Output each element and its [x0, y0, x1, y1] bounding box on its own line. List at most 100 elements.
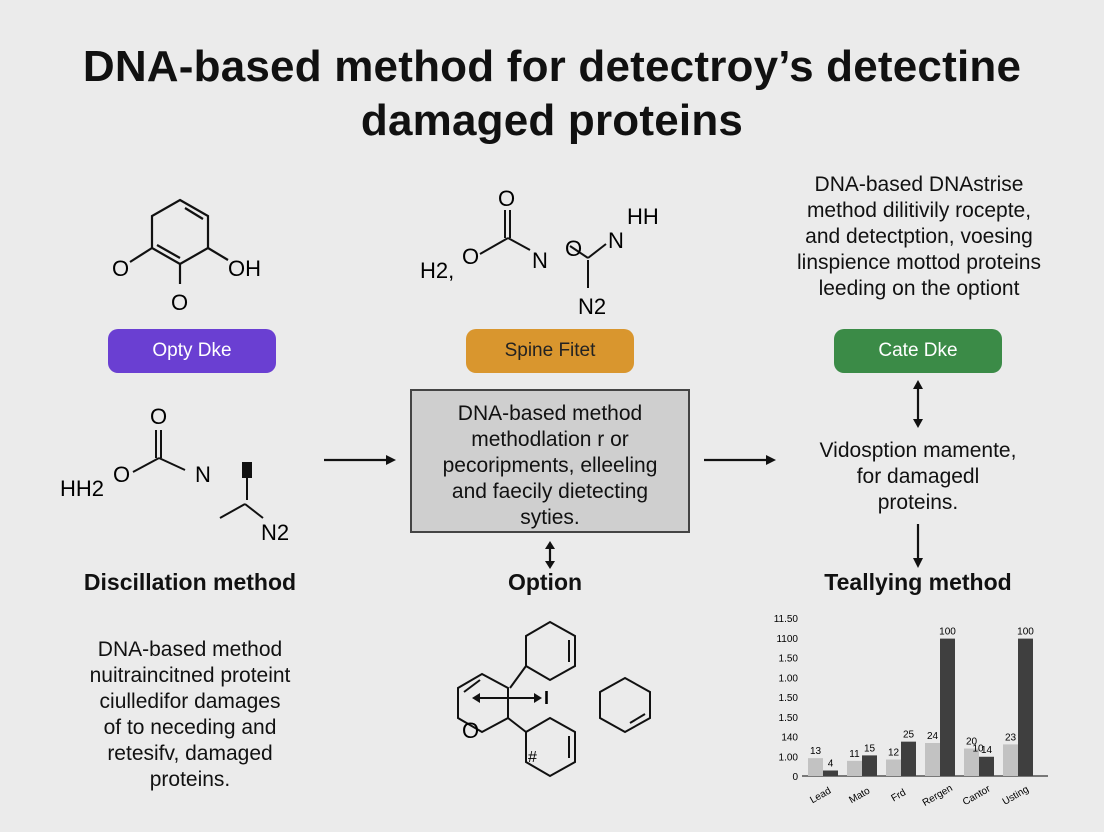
bar [823, 770, 838, 776]
bar-extra-label: 10 [972, 743, 984, 754]
page-title: DNA-based method for detectroy’s detecti… [0, 40, 1104, 148]
wedge-bond [242, 462, 252, 478]
bar-value-label: 100 [939, 627, 956, 638]
molecule-label: O [112, 256, 129, 281]
y-tick-label: 0 [792, 772, 798, 783]
molecule-label: N [608, 228, 624, 253]
y-tick-label: 1.00 [779, 673, 799, 684]
bar-value-label: 11 [849, 749, 860, 760]
molecule-label: O [462, 244, 479, 269]
text-line: methodlation r or [471, 428, 629, 451]
bar-value-label: 25 [903, 730, 915, 741]
text-line: Vidosption mamente, [819, 439, 1017, 462]
x-tick-label: Mato [847, 785, 872, 806]
bottom-left-description: DNA-based method nuitraincitned proteint… [40, 637, 340, 793]
text-line: of to neceding and [103, 716, 277, 739]
right-arrow-icon [704, 455, 776, 465]
molecule-label: OH [228, 256, 261, 281]
text-line: DNA-based method [457, 402, 643, 425]
top-right-description: DNA-based DNAstrise method dilitivily ro… [760, 172, 1078, 302]
text-line: DNA-based method [97, 638, 283, 661]
x-tick-label: Frd [890, 787, 908, 804]
bar-value-label: 100 [1017, 627, 1034, 638]
x-tick-label: Lead [808, 786, 833, 807]
heading-left: Discillation method [83, 569, 297, 595]
bar-value-label: 12 [888, 748, 900, 759]
molecule-label: N2 [578, 294, 606, 319]
pill-button-middle[interactable]: Spine Fitet [466, 329, 634, 373]
y-tick-label: 1100 [776, 634, 798, 645]
y-tick-label: 140 [781, 733, 798, 744]
bar [964, 748, 979, 776]
bar-value-label: 13 [810, 746, 822, 757]
molecule-label: O [150, 404, 167, 429]
bar [940, 638, 955, 776]
molecule-chain-diagram: O H2, O N O HH N N2 [420, 186, 659, 319]
molecule-label: O [113, 462, 130, 487]
title-line-1: DNA-based method for detectroy’s detecti… [82, 42, 1022, 91]
bar [862, 755, 877, 776]
molecule-label: H2, [420, 258, 454, 283]
bar-value-label: 24 [927, 731, 939, 742]
text-line: retesifv, damaged [107, 742, 273, 765]
x-tick-label: Cantor [961, 783, 993, 808]
right-mid-description: Vidosption mamente, for damagedl protein… [780, 438, 1056, 516]
molecule-ring-diagram: O OH O [112, 198, 261, 315]
arrow-head-right [534, 693, 542, 703]
bar [886, 759, 901, 776]
text-line: and faecily dietecting [451, 480, 649, 503]
y-tick-label: 1.50 [779, 654, 799, 665]
x-tick-label: Rergen [921, 783, 955, 809]
molecule-label: N2 [261, 520, 289, 545]
text-line: nuitraincitned proteint [89, 664, 291, 687]
title-line-2: damaged proteins [360, 96, 744, 145]
down-arrow-icon [913, 524, 923, 568]
text-line: method dilitivily rocepte, [806, 199, 1032, 222]
y-tick-label: 1.50 [779, 693, 799, 704]
bar-value-label: 20 [966, 737, 978, 748]
bar-value-label: 4 [828, 759, 834, 770]
molecule-label: N [532, 248, 548, 273]
molecule-label: O [171, 290, 188, 315]
molecule-label: N [195, 462, 211, 487]
x-tick-label: Usting [1001, 784, 1031, 808]
right-arrow-icon [324, 455, 396, 465]
pill-button-left[interactable]: Opty Dke [108, 329, 276, 373]
bar [901, 741, 916, 776]
text-line: and detectption, voesing [805, 225, 1033, 248]
molecule-label: HH [627, 204, 659, 229]
text-line: for damagedl [856, 465, 980, 488]
pill-button-right[interactable]: Cate Dke [834, 329, 1002, 373]
y-tick-label: 1.50 [779, 713, 799, 724]
bar [808, 758, 823, 776]
text-line: proteins. [149, 768, 231, 791]
bar-value-label: 23 [1005, 732, 1017, 743]
molecule-amide-diagram: O HH2 O N N2 [60, 404, 289, 545]
arrow-head-left [472, 693, 480, 703]
bar [1018, 638, 1033, 776]
text-line: linspience mottod proteins [797, 251, 1041, 274]
molecule-label: I [544, 688, 549, 708]
bar [925, 743, 940, 776]
center-process-box: DNA-based method methodlation r or pecor… [410, 389, 690, 533]
bar-value-label: 14 [981, 745, 993, 756]
bar-value-label: 15 [864, 743, 876, 754]
bar [979, 756, 994, 776]
molecule-label: O [462, 718, 479, 743]
up-down-arrow-icon [545, 541, 555, 569]
text-line: syties. [520, 506, 580, 529]
text-line: ciulledifor damages [99, 690, 281, 713]
molecule-label: O [565, 236, 582, 261]
molecule-label: # [528, 749, 537, 766]
y-tick-label: 1.00 [779, 752, 799, 763]
up-down-arrow-icon [913, 380, 923, 428]
text-line: DNA-based DNAstrise [814, 173, 1024, 196]
molecule-label: HH2 [60, 476, 104, 501]
heading-right: Teallying method [824, 569, 1012, 595]
molecule-bicyclic-diagram: I O # [457, 620, 651, 778]
text-line: pecoripments, elleeling [442, 454, 658, 477]
